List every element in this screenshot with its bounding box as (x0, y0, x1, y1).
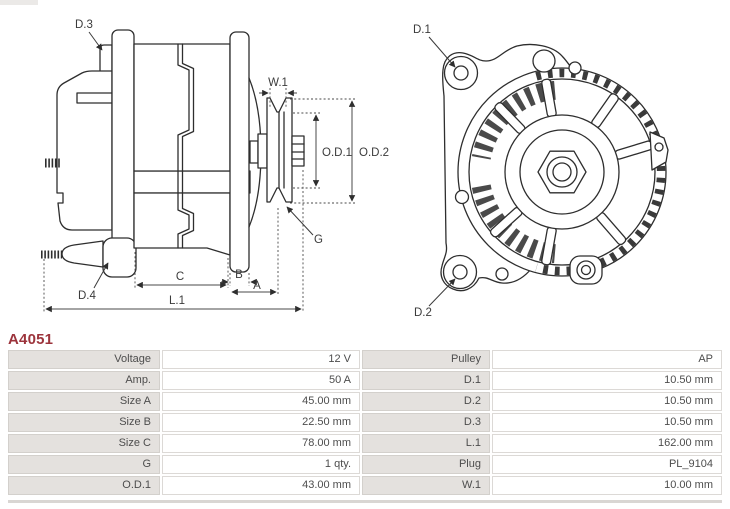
front-terminal-hole (654, 142, 664, 152)
d3-leader-line (88, 31, 103, 51)
side-housing-slot (76, 92, 113, 104)
side-rear-flange (102, 237, 137, 278)
side-seam-line (177, 43, 190, 249)
side-rear-housing (56, 70, 113, 231)
side-rear-bracket (111, 29, 135, 251)
spec-label-cell: L.1 (362, 434, 490, 453)
spec-value-cell: 45.00 mm (162, 392, 360, 411)
side-lower-lug (61, 240, 104, 268)
spec-label-cell: O.D.1 (8, 476, 160, 495)
dim-label-b: B (235, 269, 243, 281)
part-number-heading: A4051 (8, 331, 54, 348)
spec-value-cell: 162.00 mm (492, 434, 722, 453)
spec-value-cell: 43.00 mm (162, 476, 360, 495)
front-vent-slots-lower (471, 184, 557, 264)
dim-label-w1: W.1 (268, 77, 288, 89)
side-body-lower (133, 192, 231, 256)
spec-label-cell: W.1 (362, 476, 490, 495)
spec-label-cell: Plug (362, 455, 490, 474)
front-bottom-ear-hole (580, 264, 592, 276)
side-shaft (257, 133, 268, 169)
cropped-edge-artifact (0, 0, 38, 5)
d2-leader-line (428, 278, 456, 307)
dim-label-l1: L.1 (169, 295, 185, 307)
front-spokes (489, 78, 653, 266)
spec-table: Voltage 12 V Pulley AP Amp. 50 A D.1 10.… (8, 350, 722, 495)
dim-label-d2: D.2 (414, 307, 432, 319)
spec-value-cell: PL_9104 (492, 455, 722, 474)
spec-value-cell: 12 V (162, 350, 360, 369)
spec-label-cell: D.1 (362, 371, 490, 390)
dim-label-g: G (314, 234, 323, 246)
spec-value-cell: 10.00 mm (492, 476, 722, 495)
alternator-side-view: D.3 D.4 G W.1 O.D.1 O.D.2 C B (41, 19, 389, 313)
side-front-bracket (229, 31, 250, 273)
front-top-lug-hole (453, 65, 469, 81)
spec-label-cell: Size A (8, 392, 160, 411)
side-shaft-step (249, 140, 259, 164)
side-seam-line2 (181, 43, 195, 249)
spec-label-cell: Size B (8, 413, 160, 432)
spec-value-cell: 10.50 mm (492, 392, 722, 411)
side-hub-nut (291, 135, 305, 167)
spec-label-cell: Pulley (362, 350, 490, 369)
alternator-front-view: D.1 D.2 (413, 24, 669, 319)
d1-leader-line (428, 36, 456, 68)
front-arm-hole (532, 49, 556, 73)
spec-value-cell: 78.00 mm (162, 434, 360, 453)
technical-drawings: D.3 D.4 G W.1 O.D.1 O.D.2 C B (41, 19, 669, 319)
spec-label-cell: D.2 (362, 392, 490, 411)
dim-label-d4: D.4 (78, 290, 97, 302)
front-vent-slots-upper (471, 80, 557, 160)
dim-label-a: A (253, 280, 261, 292)
spec-label-cell: Voltage (8, 350, 160, 369)
dim-label-od2: O.D.2 (359, 147, 389, 159)
dim-label-od1: O.D.1 (322, 147, 352, 159)
d4-leader-line (93, 262, 109, 289)
spec-label-cell: D.3 (362, 413, 490, 432)
front-arm-small-hole (568, 61, 582, 75)
spec-value-cell: AP (492, 350, 722, 369)
spec-label-cell: G (8, 455, 160, 474)
spec-value-cell: 10.50 mm (492, 413, 722, 432)
front-shaft-center (552, 162, 572, 182)
front-plate-hole (454, 189, 470, 205)
front-body-inner-ring (468, 78, 656, 266)
spec-label-cell: Amp. (8, 371, 160, 390)
spec-value-cell: 50 A (162, 371, 360, 390)
dim-label-c: C (176, 271, 184, 283)
g-leader-line (286, 206, 314, 236)
spec-value-cell: 22.50 mm (162, 413, 360, 432)
spec-value-cell: 1 qty. (162, 455, 360, 474)
spec-label-cell: Size C (8, 434, 160, 453)
section-divider (8, 500, 722, 503)
front-bottom-lug-hole (452, 264, 468, 280)
dim-label-d1: D.1 (413, 24, 431, 36)
front-lower-plate-hole (495, 267, 509, 281)
dim-label-d3: D.3 (75, 19, 93, 31)
spec-value-cell: 10.50 mm (492, 371, 722, 390)
